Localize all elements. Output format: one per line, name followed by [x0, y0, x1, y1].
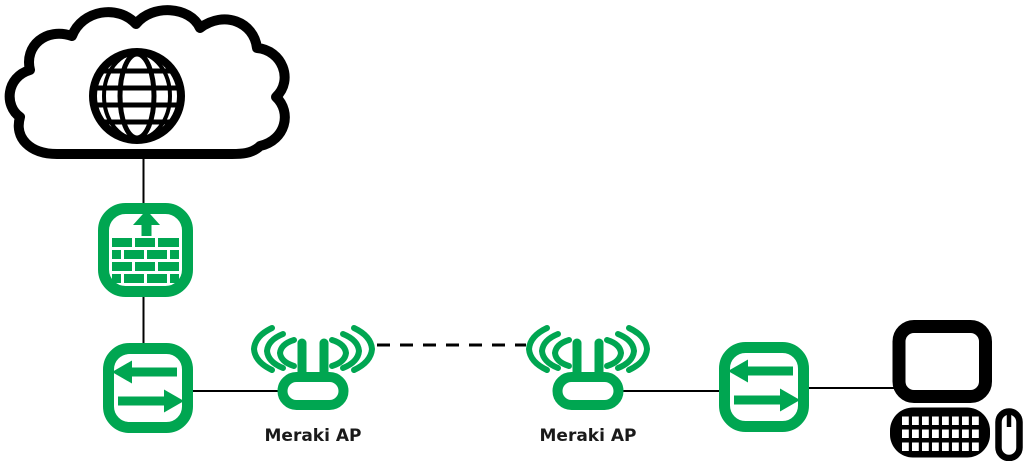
mouse-icon	[995, 408, 1023, 461]
keyboard-icon	[890, 407, 990, 458]
switch-icon-upstream	[109, 349, 188, 428]
brick-wall	[112, 238, 179, 283]
ap1-label: Meraki AP	[265, 426, 362, 446]
access-point-icon-1	[254, 328, 372, 405]
ap2-label: Meraki AP	[540, 426, 637, 446]
desktop-computer-icon	[890, 320, 1023, 461]
link-lines	[142, 155, 894, 392]
up-arrow-icon	[133, 210, 160, 236]
globe-icon	[89, 48, 185, 144]
monitor-icon	[892, 320, 992, 403]
switch-icon-downstream	[725, 348, 804, 427]
access-point-icon-2	[529, 328, 647, 405]
firewall-icon	[98, 203, 193, 297]
internet-cloud-node	[4, 5, 290, 159]
